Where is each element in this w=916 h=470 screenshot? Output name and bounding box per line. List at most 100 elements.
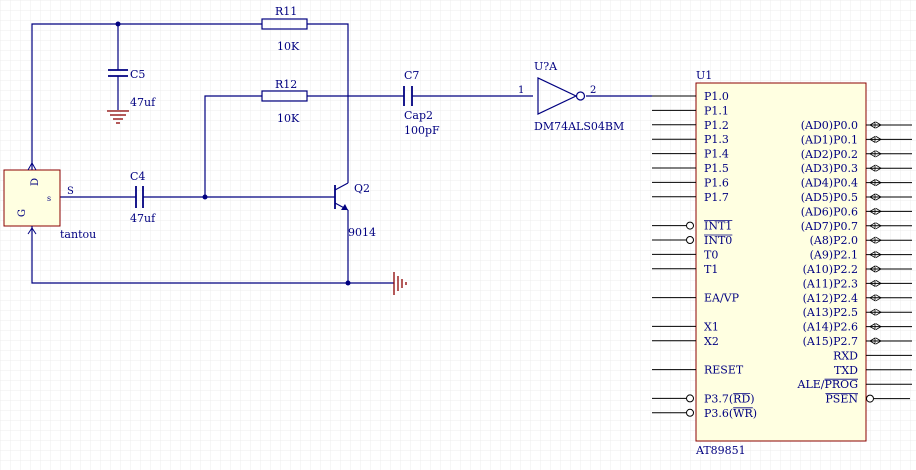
u1-left-pin[interactable]: EA/VP: [652, 292, 740, 305]
wire-r11-right: [307, 23, 349, 183]
u1-right-pin[interactable]: PSEN: [825, 393, 910, 406]
u1-left-pin[interactable]: P1.2: [652, 119, 729, 132]
c5-designator: C5: [130, 68, 145, 81]
u1-left-pin-label: T1: [704, 263, 718, 276]
wire-top-rail: [31, 23, 262, 163]
q2-part: 9014: [348, 226, 376, 239]
u1-left-pin[interactable]: P1.6: [652, 176, 729, 189]
u1-right-pin[interactable]: (A11)P2.3: [803, 277, 912, 290]
u1-right-pin[interactable]: (AD3)P0.3: [801, 162, 912, 175]
u1-left-pin[interactable]: T0: [652, 248, 718, 261]
u1-left-pin-label: P1.1: [704, 104, 729, 117]
u1-left-pin[interactable]: P1.4: [652, 148, 729, 161]
u1-right-pin[interactable]: (AD7)P0.7: [801, 220, 912, 233]
transistor-q2[interactable]: Q2 9014: [334, 182, 376, 239]
capacitor-c7[interactable]: C7 Cap2 100pF: [403, 69, 440, 137]
bidirectional-arrow-icon: [869, 135, 882, 144]
u1-right-pin-label: (AD0)P0.0: [801, 119, 858, 132]
u1-right-pin[interactable]: (A12)P2.4: [803, 292, 912, 305]
u1-left-pin[interactable]: X2: [652, 335, 719, 348]
arrow-up-icon: [27, 161, 37, 171]
u1-left-pin-label: T0: [704, 248, 718, 261]
u1-left-pin[interactable]: X1: [652, 320, 719, 333]
capacitor-c5[interactable]: C5 47uf: [107, 68, 156, 124]
u1-right-pin[interactable]: (A14)P2.6: [803, 321, 912, 334]
u1-left-pin-label: P1.5: [704, 162, 729, 175]
q2-emitter-arrow: [341, 204, 348, 210]
c7-type: Cap2: [404, 109, 433, 122]
u1-right-pin[interactable]: (AD1)P0.1: [801, 133, 912, 146]
u1-part: AT89851: [695, 444, 746, 457]
u1-right-pin-label: TXD: [834, 364, 858, 377]
bidirectional-arrow-icon: [869, 322, 882, 331]
u1-right-pin-label: (A8)P2.0: [810, 234, 858, 247]
u1-left-pin[interactable]: P3.7(RD): [652, 392, 755, 405]
capacitor-c4[interactable]: C4 47uf: [130, 170, 156, 225]
u1-left-pin[interactable]: INT1: [652, 220, 733, 233]
c4-designator: C4: [130, 170, 145, 183]
u1-right-pin[interactable]: (AD5)P0.5: [801, 191, 912, 204]
u1-left-pin[interactable]: P1.1: [652, 104, 729, 117]
u1-right-pin[interactable]: TXD: [834, 364, 912, 377]
inverter-u7a[interactable]: U?A DM74ALS04BM 1 2: [518, 60, 624, 133]
u1-left-pin-label: P1.0: [704, 90, 729, 103]
u1-right-pin[interactable]: (AD0)P0.0: [801, 119, 912, 132]
tantou-sensor[interactable]: D G s S tantou: [3, 161, 96, 241]
u1-left-pin[interactable]: P1.3: [652, 133, 729, 146]
c7-designator: C7: [404, 69, 419, 82]
u1-left-pin[interactable]: INT0: [652, 234, 733, 247]
resistor-r11[interactable]: R11 10K: [261, 5, 308, 53]
u1-left-pin[interactable]: P1.7: [652, 191, 729, 204]
u1-right-pin-label: (A12)P2.4: [803, 292, 858, 305]
u1-right-pin[interactable]: (A9)P2.1: [810, 249, 912, 262]
inverter-triangle: [537, 77, 578, 115]
mcu-u1[interactable]: U1 P1.0P1.1P1.2P1.3P1.4P1.5P1.6P1.7INT1I…: [652, 69, 912, 457]
u1-left-pin-label: EA/VP: [704, 292, 740, 305]
r11-value: 10K: [277, 40, 300, 53]
pin-inversion-bubble: [686, 236, 694, 244]
tantou-pin-s: s: [47, 194, 51, 203]
u1-left-pin[interactable]: T1: [652, 263, 718, 276]
u1-right-pin-label: (AD1)P0.1: [801, 133, 858, 146]
u1-right-pin[interactable]: (A13)P2.5: [803, 306, 912, 319]
u1-right-pin-label: (A10)P2.2: [803, 263, 858, 276]
u1-left-pin[interactable]: P3.6(WR): [652, 407, 757, 420]
junction-dot: [345, 280, 351, 286]
u1-left-pin[interactable]: RESET: [652, 364, 744, 377]
pin-inversion-bubble: [686, 394, 694, 403]
u1-right-pin[interactable]: (A15)P2.7: [803, 335, 912, 348]
bidirectional-arrow-icon: [869, 222, 882, 230]
tantou-name: tantou: [60, 228, 96, 241]
resistor-r12[interactable]: R12 10K: [261, 78, 308, 125]
tantou-pin-d: D: [30, 178, 41, 186]
u1-right-pin[interactable]: (A8)P2.0: [810, 234, 912, 247]
c7-value: 100pF: [404, 124, 440, 137]
junctions: [115, 21, 351, 286]
q2-designator: Q2: [354, 182, 370, 195]
u1-right-pin-label: (AD6)P0.6: [801, 205, 858, 218]
u7a-pin-in: 1: [518, 85, 524, 96]
tantou-pin-g: G: [17, 209, 28, 217]
u1-left-pins: P1.0P1.1P1.2P1.3P1.4P1.5P1.6P1.7INT1INT0…: [652, 90, 757, 420]
u1-right-pins: (AD0)P0.0(AD1)P0.1 (AD2)P0.2(AD3)P0.3 (AD4…: [797, 119, 912, 406]
u1-right-pin[interactable]: (AD4)P0.4: [801, 177, 912, 190]
bidirectional-arrow-icon: [869, 337, 882, 345]
inverter-bubble: [575, 91, 586, 101]
junction-dot: [115, 21, 121, 27]
u1-left-pin[interactable]: P1.5: [652, 162, 729, 175]
u1-right-pin[interactable]: (AD2)P0.2: [801, 148, 912, 161]
bidirectional-arrow-icon: [869, 250, 882, 259]
bidirectional-arrow-icon: [869, 193, 882, 201]
bidirectional-arrow-icon: [869, 265, 882, 273]
u1-left-pin[interactable]: P1.0: [652, 90, 729, 103]
u1-right-pin[interactable]: ALE/PROG: [797, 378, 912, 391]
u1-right-pin[interactable]: RXD: [833, 349, 912, 362]
arrow-up-icon: [27, 227, 37, 235]
u1-left-pin-label: P3.6(WR): [704, 407, 757, 420]
u1-right-pin[interactable]: (AD6)P0.6: [801, 205, 912, 218]
u1-right-pin[interactable]: (A10)P2.2: [803, 263, 912, 276]
junction-dot: [202, 194, 208, 200]
bidirectional-arrow-icon: [869, 207, 882, 216]
u1-left-pin-label: INT0: [704, 234, 732, 247]
